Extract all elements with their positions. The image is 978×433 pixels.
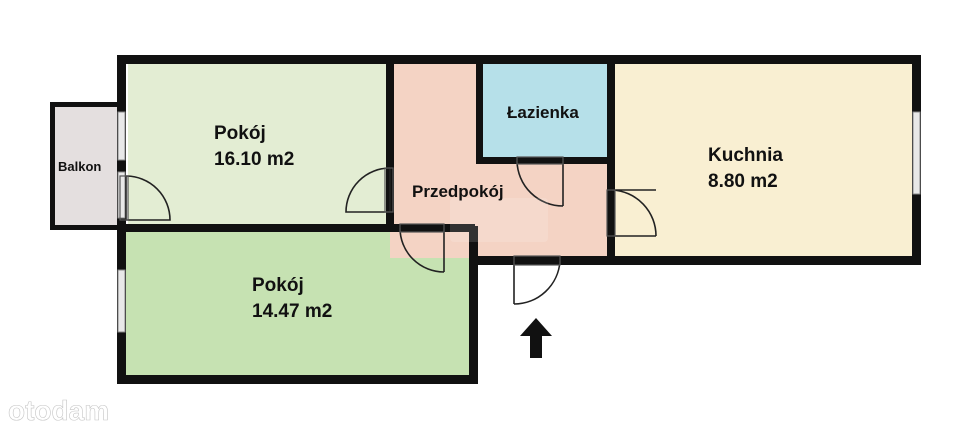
- door-room-1-hall: [345, 167, 391, 213]
- room-fill-kuchnia: [612, 64, 912, 258]
- agency-watermark: [450, 198, 548, 242]
- label-room-2-area: 14.47 m2: [252, 301, 332, 322]
- window-balcony-door: [117, 171, 126, 219]
- label-room-2-name: Pokój: [252, 275, 304, 296]
- window-room-2: [117, 269, 126, 333]
- label-kitchen-name: Kuchnia: [708, 145, 783, 166]
- door-room-2-hall: [399, 227, 445, 273]
- brand-watermark: otodam: [8, 395, 109, 426]
- door-frames: [119, 156, 616, 266]
- windows: [117, 111, 921, 333]
- window-kitchen: [912, 111, 921, 195]
- room-fill-lazienka: [480, 64, 610, 160]
- door-room-1-balcony: [125, 175, 171, 221]
- arrow-up-icon: [520, 318, 552, 358]
- room-fill-balkon: [55, 106, 121, 226]
- label-bathroom: Łazienka: [507, 103, 579, 122]
- label-room-1-area: 16.10 m2: [214, 149, 294, 170]
- window-room-1: [117, 111, 126, 161]
- door-swings: [125, 160, 657, 305]
- label-hall: Przedpokój: [412, 182, 504, 201]
- door-bathroom: [516, 160, 564, 207]
- door-kitchen: [611, 189, 657, 237]
- door-entrance: [513, 260, 561, 305]
- label-room-1-name: Pokój: [214, 123, 266, 144]
- label-kitchen-area: 8.80 m2: [708, 171, 778, 192]
- room-fill-pokoj-16: [128, 64, 390, 226]
- label-balcony: Balkon: [58, 159, 101, 174]
